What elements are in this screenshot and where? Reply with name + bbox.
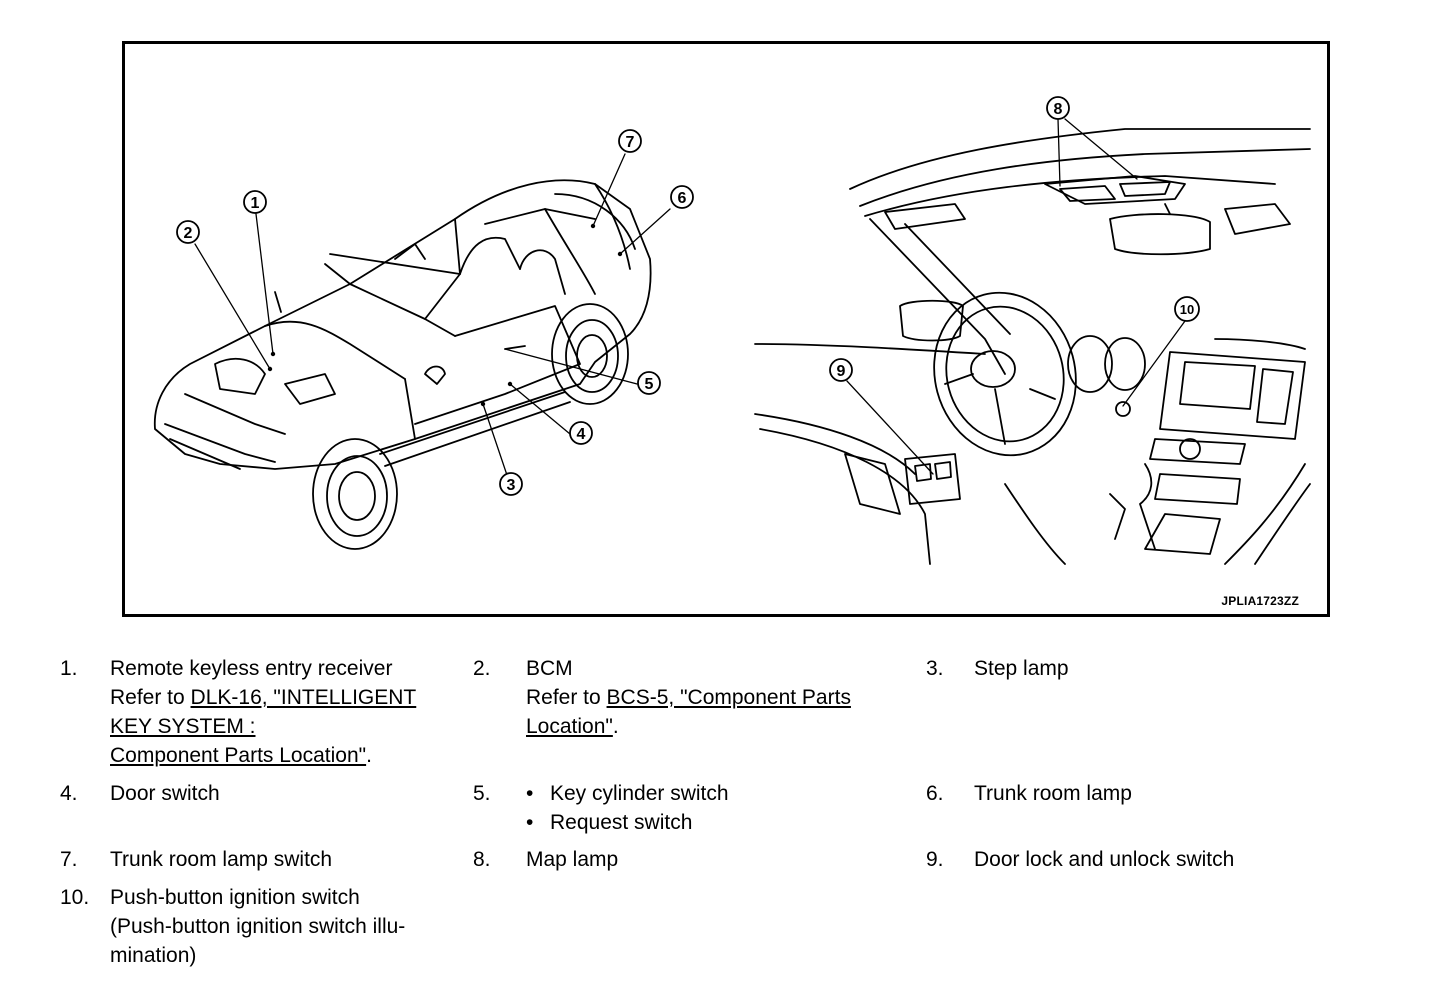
callout-2: 2 bbox=[176, 220, 200, 244]
figure-code: JPLIA1723ZZ bbox=[1221, 594, 1299, 608]
bullet-item: •Request switch bbox=[526, 811, 693, 834]
reference-link[interactable]: BCS-5, "Component Parts bbox=[606, 686, 851, 709]
component-location-illustration: 1 2 3 4 5 6 7 bbox=[153, 96, 1311, 565]
legend-title: Step lamp bbox=[974, 657, 1069, 680]
svg-text:4: 4 bbox=[577, 426, 586, 443]
legend-title: Remote keyless entry receiver bbox=[110, 657, 393, 680]
legend-title: Trunk room lamp switch bbox=[110, 848, 333, 871]
legend-number: 2. bbox=[473, 657, 491, 680]
svg-text:6: 6 bbox=[678, 190, 687, 207]
car-illustration bbox=[153, 179, 652, 550]
svg-text:1: 1 bbox=[251, 195, 260, 212]
legend-title: BCM bbox=[526, 657, 573, 680]
legend-number: 9. bbox=[926, 848, 944, 871]
leader-dots bbox=[267, 223, 623, 407]
callout-10: 10 bbox=[1174, 296, 1200, 322]
reference-link[interactable]: KEY SYSTEM : bbox=[110, 715, 256, 738]
callout-9: 9 bbox=[829, 358, 853, 382]
callout-6: 6 bbox=[670, 185, 694, 209]
legend-subtitle: mination) bbox=[110, 944, 197, 967]
legend-number: 3. bbox=[926, 657, 944, 680]
bullet-item: •Key cylinder switch bbox=[526, 782, 729, 805]
legend-title: Map lamp bbox=[526, 848, 619, 871]
interior-illustration bbox=[754, 128, 1311, 565]
svg-text:7: 7 bbox=[626, 134, 635, 151]
legend-number: 5. bbox=[473, 782, 491, 805]
callout-5: 5 bbox=[637, 371, 661, 395]
svg-text:8: 8 bbox=[1054, 101, 1063, 118]
diagram-frame: 1 2 3 4 5 6 7 bbox=[122, 41, 1330, 617]
reference-link[interactable]: DLK-16, "INTELLIGENT bbox=[190, 686, 417, 709]
reference-link[interactable]: Component Parts Location" bbox=[110, 744, 367, 767]
svg-text:5: 5 bbox=[645, 376, 654, 393]
svg-text:3: 3 bbox=[507, 477, 516, 494]
legend-number: 7. bbox=[60, 848, 78, 871]
legend-number: 1. bbox=[60, 657, 78, 680]
reference-link[interactable]: Location" bbox=[526, 715, 613, 738]
svg-text:9: 9 bbox=[837, 363, 846, 380]
callout-3: 3 bbox=[499, 472, 523, 496]
legend-title: Push-button ignition switch bbox=[110, 886, 360, 909]
callout-1: 1 bbox=[243, 190, 267, 214]
legend-title: Door lock and unlock switch bbox=[974, 848, 1235, 871]
legend-subtitle: (Push-button ignition switch illu- bbox=[110, 915, 406, 938]
callout-8: 8 bbox=[1046, 96, 1070, 120]
legend-number: 8. bbox=[473, 848, 491, 871]
callout-7: 7 bbox=[618, 129, 642, 153]
legend-number: 10. bbox=[60, 886, 90, 909]
legend-title: Trunk room lamp bbox=[974, 782, 1132, 805]
legend-number: 4. bbox=[60, 782, 78, 805]
callout-4: 4 bbox=[569, 421, 593, 445]
svg-text:10: 10 bbox=[1180, 302, 1194, 317]
leader-lines bbox=[194, 118, 1186, 485]
legend-number: 6. bbox=[926, 782, 944, 805]
legend-title: Door switch bbox=[110, 782, 220, 805]
svg-text:2: 2 bbox=[184, 225, 193, 242]
